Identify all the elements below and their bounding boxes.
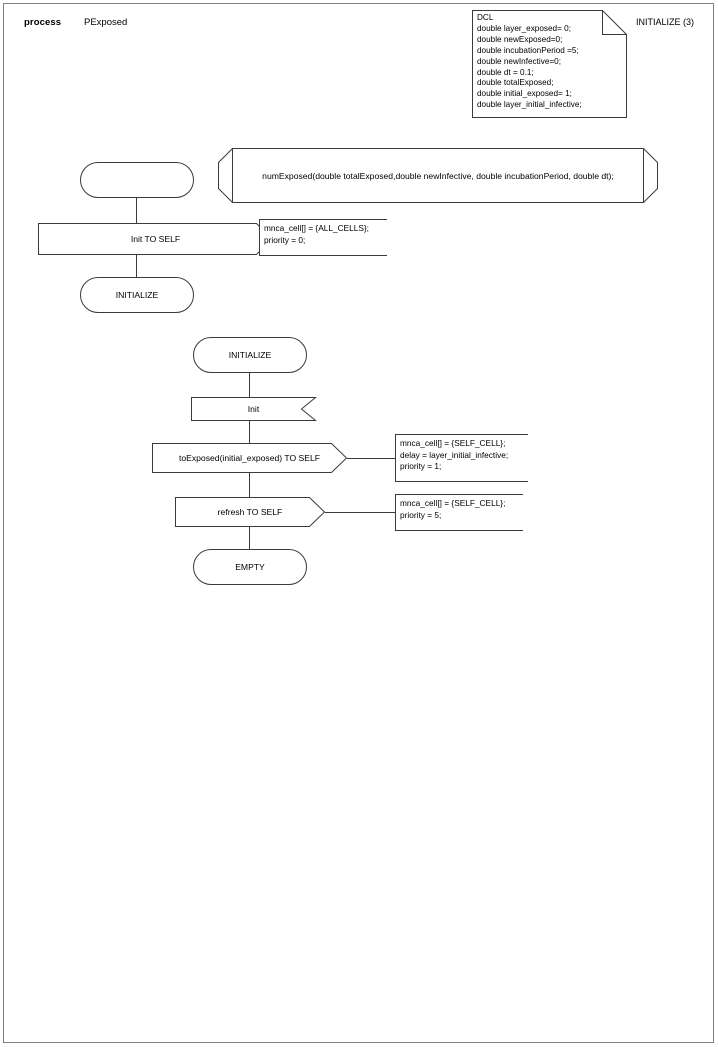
page-reference: INITIALIZE (3)	[636, 17, 695, 27]
comment-box-toexposed: mnca_cell[] = {SELF_CELL}; delay = layer…	[393, 434, 528, 482]
input-symbol-init: Init	[191, 397, 317, 421]
output-symbol-refresh: refresh TO SELF	[175, 497, 326, 527]
connector-start-to-output	[136, 198, 137, 223]
procedure-declaration-label: numExposed(double totalExposed,double ne…	[262, 170, 614, 181]
state-symbol-start	[80, 162, 194, 198]
connector-toexposed-to-refresh	[249, 473, 250, 497]
declaration-note: DCL double layer_exposed= 0; double newE…	[472, 10, 627, 118]
comment-box-init-text: mnca_cell[] = {ALL_CELLS}; priority = 0;	[264, 223, 369, 245]
connector-input-to-toexposed	[249, 421, 250, 443]
process-name: PExposed	[84, 17, 128, 28]
declaration-note-text: DCL double layer_exposed= 0; double newE…	[477, 13, 582, 110]
state-symbol-initialize-next: INITIALIZE	[80, 277, 194, 313]
connector-initialize-to-input	[249, 373, 250, 397]
comment-box-refresh: mnca_cell[] = {SELF_CELL}; priority = 5;	[393, 494, 523, 531]
output-symbol-toexposed: toExposed(initial_exposed) TO SELF	[152, 443, 348, 473]
procedure-declaration-symbol: numExposed(double totalExposed,double ne…	[218, 148, 658, 203]
process-keyword: process	[24, 17, 62, 28]
state-symbol-initialize: INITIALIZE	[193, 337, 307, 373]
connector-output-to-state	[136, 255, 137, 277]
comment-leader-refresh	[325, 512, 395, 513]
comment-box-refresh-text: mnca_cell[] = {SELF_CELL}; priority = 5;	[400, 498, 506, 520]
comment-box-init: mnca_cell[] = {ALL_CELLS}; priority = 0;	[257, 219, 387, 256]
comment-leader-toexposed	[347, 458, 395, 459]
state-symbol-empty: EMPTY	[193, 549, 307, 585]
output-symbol-init: Init TO SELF	[38, 223, 274, 255]
connector-refresh-to-empty	[249, 527, 250, 549]
page-border	[3, 3, 714, 1043]
comment-box-toexposed-text: mnca_cell[] = {SELF_CELL}; delay = layer…	[400, 438, 509, 471]
